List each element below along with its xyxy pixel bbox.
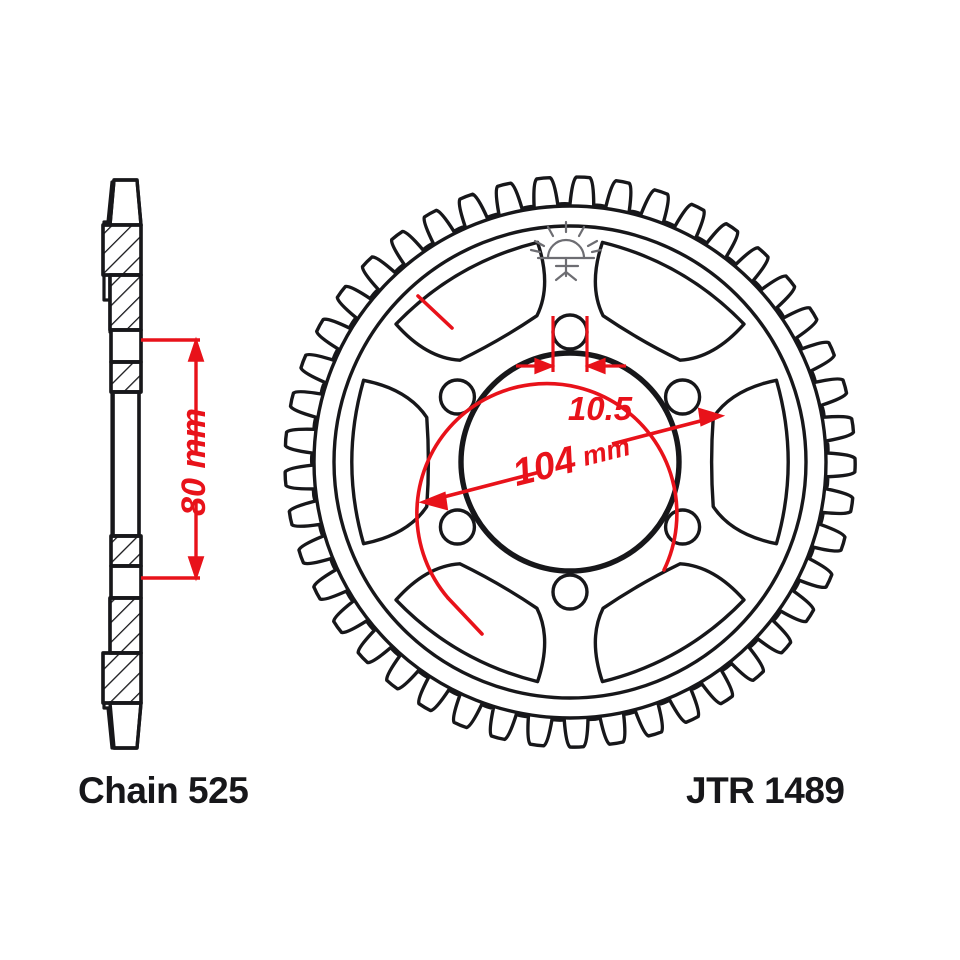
bolt-hole: [663, 378, 702, 416]
dimension-thickness-80mm-text: 80 mm: [175, 408, 213, 516]
lightening-window: [709, 378, 790, 546]
lightening-window: [593, 240, 746, 362]
bolt-hole: [438, 508, 477, 546]
sunburst-foot-left: [554, 270, 568, 282]
side-recess-top: [109, 328, 143, 364]
hatch-body-bottom: [103, 653, 141, 703]
sunburst-ray-4: [533, 239, 546, 248]
arrow-104-right: [697, 407, 726, 427]
label-104mm-unit: mm: [579, 431, 633, 472]
rim-root-circle: [312, 204, 828, 720]
leader-left: [431, 470, 541, 502]
rim-inner-circle: [332, 224, 808, 700]
dimension-bolt-circle-104mm: [415, 294, 679, 636]
bolt-circle-arc: [415, 381, 679, 600]
hatch-step-top: [111, 362, 141, 392]
arrow-head-up: [187, 336, 205, 362]
hatch-step-bottom: [111, 536, 141, 566]
arrow-hole-left: [534, 357, 556, 375]
sunburst-ray-7: [590, 248, 603, 254]
sunburst-ray-3: [577, 225, 586, 238]
dimension-bolt-hole-10-5: [516, 316, 626, 375]
dimension-thickness-80mm: [141, 336, 205, 582]
hatch-body-top: [103, 225, 141, 275]
front-view-sprocket: [283, 175, 857, 749]
side-section-outline-top: [101, 178, 143, 750]
lightening-window: [593, 562, 746, 684]
hatch-flange-top: [110, 275, 141, 330]
arrow-104-left: [418, 491, 449, 511]
arrow-head-down: [187, 556, 205, 582]
label-104mm: 104mm: [509, 425, 635, 495]
label-80mm: 80 mm: [175, 408, 213, 516]
dimension-104mm-text: 104mm: [509, 425, 635, 495]
bolt-hole: [551, 573, 589, 611]
sunburst-foot-right: [564, 270, 578, 282]
bolt-circle-tail-upper: [416, 294, 454, 330]
leader-right: [611, 416, 713, 446]
sunburst-stamp-icon: [529, 220, 603, 282]
dimension-10-5-text: 10.5: [568, 390, 633, 427]
sunburst-ray-5: [586, 239, 599, 248]
bolt-hole: [438, 378, 477, 416]
bolt-hole: [663, 508, 702, 546]
label-104mm-value: 104: [509, 439, 581, 495]
side-recess-bottom: [109, 564, 143, 600]
dimension-104mm-leader: [418, 407, 726, 511]
sunburst-ray-2: [546, 225, 555, 238]
bolt-hole: [551, 313, 589, 351]
lightening-window: [394, 240, 547, 362]
arrow-hole-right: [584, 357, 606, 375]
bolt-circle-tail-lower: [446, 596, 484, 636]
sunburst-ray-6: [529, 248, 542, 254]
hub-outer-ring: [458, 350, 682, 574]
sunburst-dome: [546, 238, 586, 260]
lightening-window: [394, 562, 547, 684]
label-10-5: 10.5: [568, 390, 633, 427]
hub-bore: [460, 352, 680, 572]
side-section-hatching: [103, 225, 141, 703]
side-web-body: [111, 390, 141, 538]
tooth-profile: [283, 175, 857, 749]
hatch-flange-bottom: [110, 598, 141, 653]
